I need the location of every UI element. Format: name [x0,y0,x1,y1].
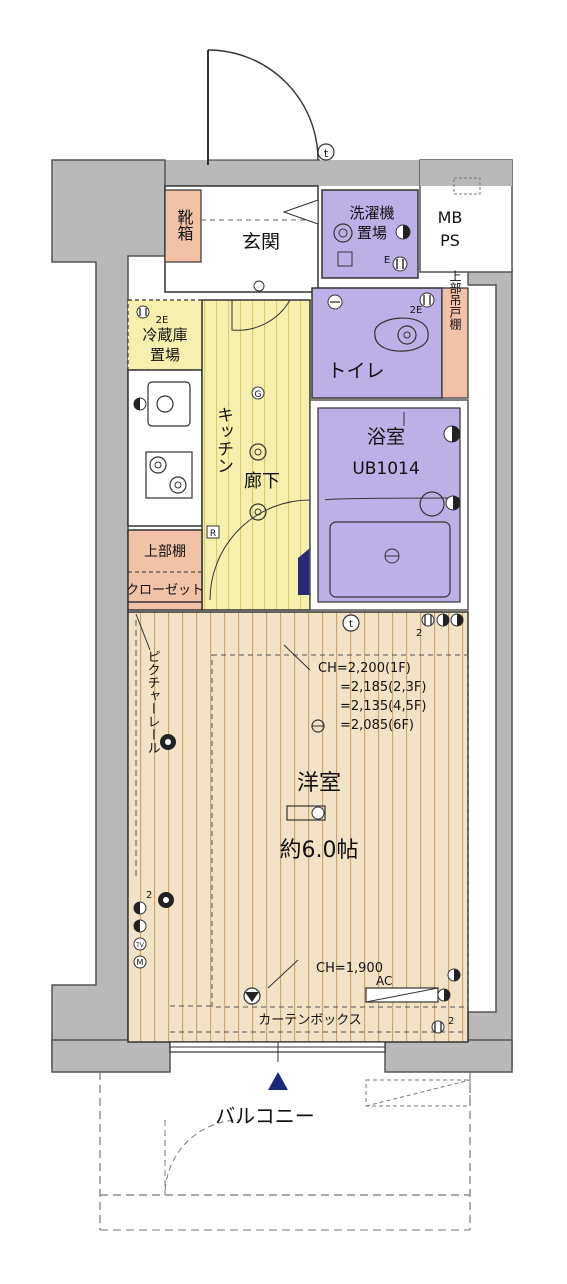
balcony [99,1072,471,1231]
ac-label: AC [376,974,392,988]
hallway-label: 廊下 [244,471,280,492]
entry-door: t [207,49,335,165]
range-hood-mark: R [210,529,216,539]
toilet-label: トイレ [327,360,384,382]
fridge-label-2: 置場 [150,346,180,364]
entrance-label: 玄関 [242,231,280,253]
tv-symbol: TV [135,942,145,949]
upper-shelf-label: 上部棚 [144,544,186,560]
closet [127,529,203,611]
western-room [127,611,469,1043]
curtain-ch-label: CH=1,900 [316,961,383,976]
balcony-label: バルコニー [215,1104,315,1128]
balcony-window [169,1041,386,1090]
kitchen-label: キッチン [213,406,233,474]
ceiling-height-4: =2,085(6F) [340,718,414,733]
outlet-count-bottom: 2 [448,1016,454,1027]
western-room-label: 洋室 [297,771,341,796]
toilet-upper-shelf-label: 上部吊戸棚 [448,270,462,331]
bath-label: 浴室 [367,426,405,448]
hallway-floor: G R [201,299,311,611]
washer-label-2: 置場 [357,224,387,242]
outlet-count-top: 2 [416,628,422,639]
ceiling-height-3: =2,135(4,5F) [340,699,426,714]
bathroom [309,399,469,611]
outlet-count-left: 2 [146,890,152,901]
fridge-2e-mark: 2E [156,315,169,326]
fridge-space [127,299,203,371]
washer-label-1: 洗濯機 [349,204,394,222]
entrance-area [164,185,319,293]
fridge-label-1: 冷蔵庫 [142,326,187,344]
ceiling-height-1: CH=2,200(1F) [318,661,411,676]
room-t-mark: t [349,619,353,630]
ceiling-height-2: =2,185(2,3F) [340,680,426,695]
bath-unit-label: UB1014 [352,459,419,479]
ps-label: PS [440,231,460,250]
washer-e-mark: E [384,255,390,266]
curtain-box-label: カーテンボックス [258,1013,362,1028]
toilet-2e-mark: 2E [410,305,423,316]
closet-label: クローゼット [126,583,204,598]
shoe-box-label: 靴箱 [175,209,194,241]
washer-space [321,189,419,279]
ps-hatch [453,177,481,195]
walls [51,159,513,1073]
gas-mark: G [255,390,262,400]
picture-rail-label: ピクチャーレール [145,650,160,754]
multimedia-symbol: M [137,958,144,967]
mb-label: MB [438,208,463,227]
toilet-room [311,287,469,399]
room-size-label: 約6.0帖 [280,838,359,863]
kitchen-counter [127,369,203,527]
tv-jack-label: t [324,147,329,160]
